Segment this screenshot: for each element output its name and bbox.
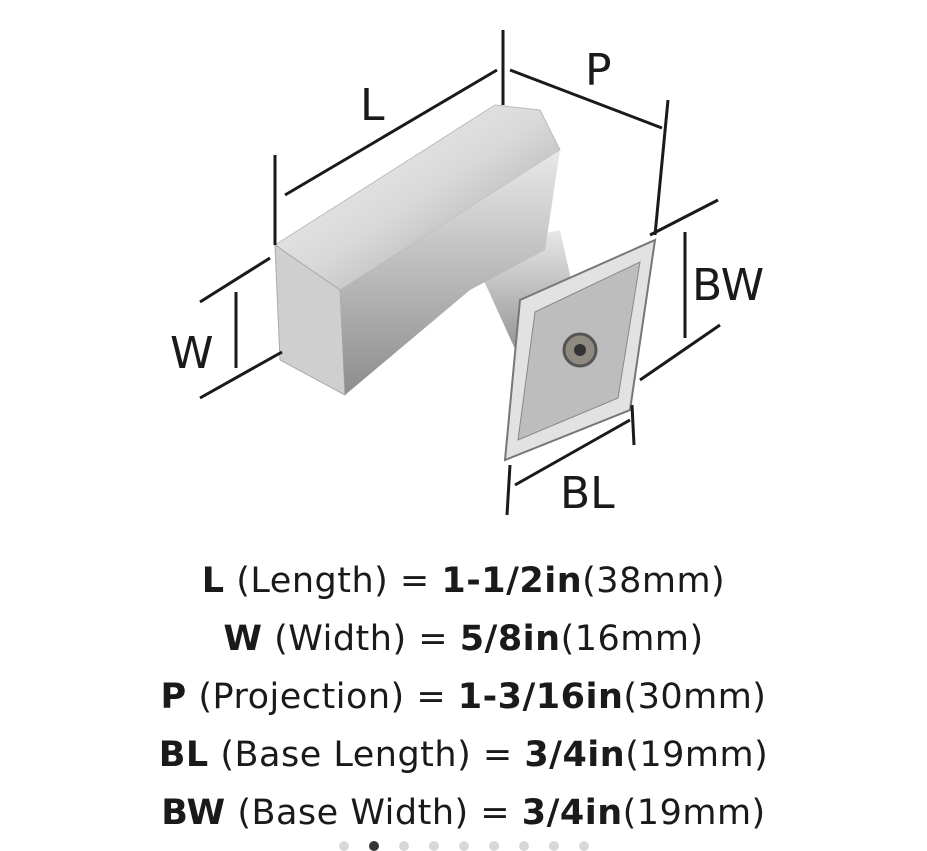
spec-base-length: BL (Base Length) = 3/4in(19mm) bbox=[0, 726, 927, 784]
spec-projection: P (Projection) = 1-3/16in(30mm) bbox=[0, 668, 927, 726]
spec-name: (Base Width) = bbox=[237, 793, 522, 833]
spec-length: L (Length) = 1-1/2in(38mm) bbox=[0, 552, 927, 610]
dimension-label-l: L bbox=[360, 80, 385, 131]
spec-name: (Length) = bbox=[236, 561, 442, 601]
spec-metric: (19mm) bbox=[625, 735, 769, 775]
spec-name: (Width) = bbox=[274, 619, 460, 659]
knob-dimension-diagram: L P W BW BL bbox=[170, 30, 764, 519]
dimension-label-bw: BW bbox=[692, 260, 764, 311]
spec-name: (Base Length) = bbox=[220, 735, 525, 775]
carousel-dots bbox=[0, 841, 927, 851]
dimension-label-p: P bbox=[585, 45, 612, 96]
spec-name: (Projection) = bbox=[198, 677, 458, 717]
spec-imperial: 1-3/16in bbox=[457, 677, 624, 717]
spec-imperial: 5/8in bbox=[459, 619, 561, 659]
carousel-dot[interactable] bbox=[458, 841, 469, 851]
spec-code: BW bbox=[161, 793, 226, 833]
carousel-dot[interactable] bbox=[368, 841, 379, 851]
spec-metric: (19mm) bbox=[622, 793, 766, 833]
spec-metric: (38mm) bbox=[582, 561, 726, 601]
spec-width: W (Width) = 5/8in(16mm) bbox=[0, 610, 927, 668]
spec-base-width: BW (Base Width) = 3/4in(19mm) bbox=[0, 784, 927, 842]
carousel-dot[interactable] bbox=[338, 841, 349, 851]
carousel-dot[interactable] bbox=[518, 841, 529, 851]
carousel-dot[interactable] bbox=[578, 841, 589, 851]
spec-imperial: 1-1/2in bbox=[441, 561, 583, 601]
carousel-dot[interactable] bbox=[488, 841, 499, 851]
spec-metric: (16mm) bbox=[560, 619, 704, 659]
knob-image bbox=[274, 104, 657, 462]
spec-metric: (30mm) bbox=[623, 677, 767, 717]
carousel-dot[interactable] bbox=[398, 841, 409, 851]
spec-code: P bbox=[160, 677, 187, 717]
dimension-label-w: W bbox=[170, 328, 214, 379]
dimension-label-bl: BL bbox=[560, 468, 615, 519]
spec-code: BL bbox=[158, 735, 209, 775]
carousel-dot[interactable] bbox=[428, 841, 439, 851]
dimension-lines bbox=[199, 30, 721, 516]
spec-imperial: 3/4in bbox=[524, 735, 626, 775]
dimension-specs: L (Length) = 1-1/2in(38mm) W (Width) = 5… bbox=[0, 552, 927, 842]
spec-code: W bbox=[223, 619, 263, 659]
spec-imperial: 3/4in bbox=[521, 793, 623, 833]
spec-code: L bbox=[201, 561, 225, 601]
carousel-dot[interactable] bbox=[548, 841, 559, 851]
